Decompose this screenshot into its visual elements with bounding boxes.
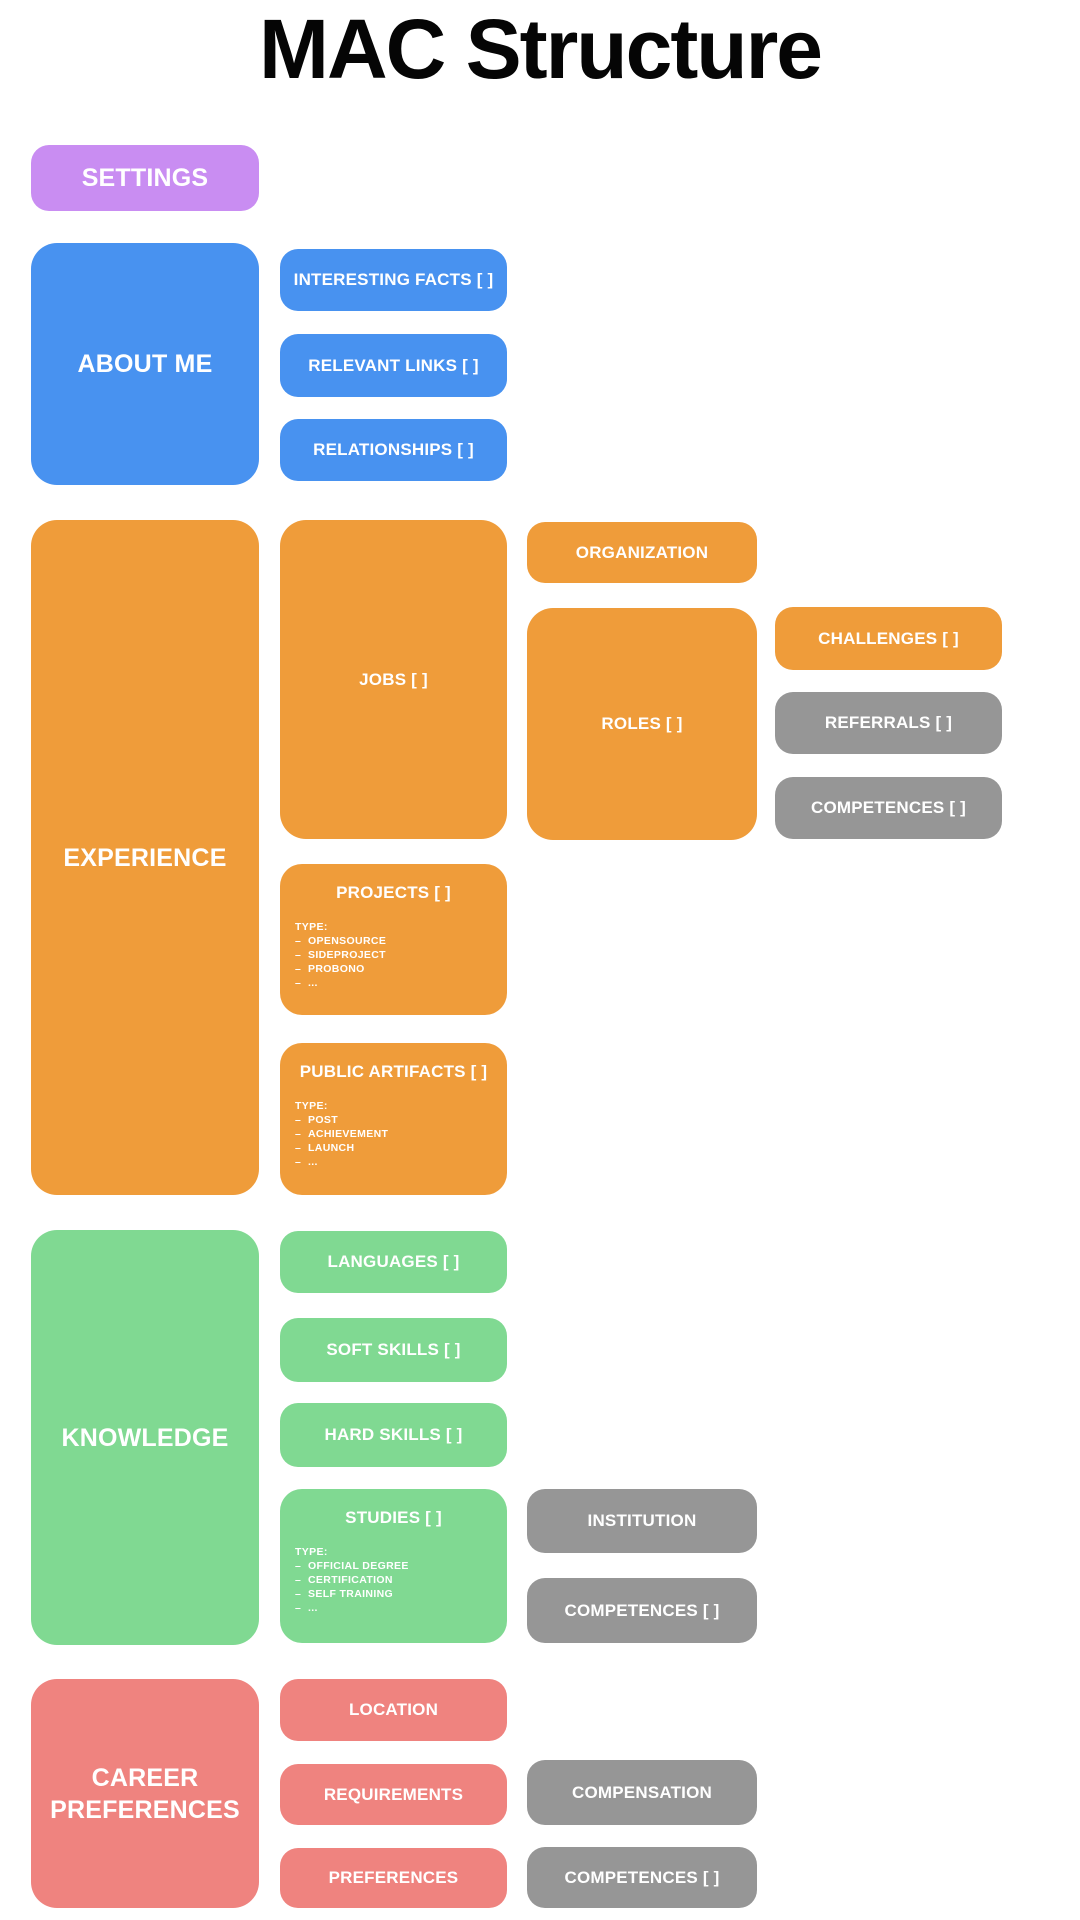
location-label: LOCATION [348, 1700, 439, 1719]
studies-label: STUDIES [ ] [345, 1508, 442, 1527]
about-me-node[interactable]: ABOUT ME [31, 243, 259, 485]
dash-bullet: – [295, 1128, 302, 1140]
knowledge-competences-node[interactable]: COMPETENCES [ ] [527, 1578, 757, 1643]
career-competences-label: COMPETENCES [ ] [564, 1867, 720, 1887]
type-item-label: LAUNCH [308, 1142, 355, 1154]
public-artifacts-label: PUBLIC ARTIFACTS [ ] [299, 1062, 488, 1081]
languages-node[interactable]: LANGUAGES [ ] [280, 1231, 507, 1293]
type-item: –ACHIEVEMENT [295, 1127, 493, 1141]
type-item: –PROBONO [295, 962, 493, 976]
type-item: –OFFICIAL DEGREE [295, 1559, 493, 1573]
public-artifacts-type-list: TYPE: –POST –ACHIEVEMENT –LAUNCH –... [295, 1099, 493, 1169]
type-item: –POST [295, 1113, 493, 1127]
settings-node[interactable]: SETTINGS [31, 145, 259, 211]
knowledge-node[interactable]: KNOWLEDGE [31, 1230, 259, 1645]
type-item-label: ... [308, 1602, 318, 1614]
dash-bullet: – [295, 977, 302, 989]
relationships-label: RELATIONSHIPS [ ] [313, 440, 474, 459]
dash-bullet: – [295, 1560, 302, 1572]
studies-type-list: TYPE: –OFFICIAL DEGREE –CERTIFICATION –S… [295, 1545, 493, 1615]
type-item: –... [295, 976, 493, 990]
hard-skills-node[interactable]: HARD SKILLS [ ] [280, 1403, 507, 1467]
projects-label: PROJECTS [ ] [336, 883, 451, 902]
compensation-label: COMPENSATION [572, 1782, 712, 1802]
type-item: –... [295, 1601, 493, 1615]
studies-node[interactable]: STUDIES [ ] TYPE: –OFFICIAL DEGREE –CERT… [280, 1489, 507, 1643]
knowledge-competences-label: COMPETENCES [ ] [564, 1600, 720, 1620]
page-title: MAC Structure [258, 2, 823, 96]
experience-node[interactable]: EXPERIENCE [31, 520, 259, 1195]
preferences-label: PREFERENCES [328, 1868, 459, 1887]
relationships-node[interactable]: RELATIONSHIPS [ ] [280, 419, 507, 481]
soft-skills-label: SOFT SKILLS [ ] [326, 1340, 461, 1359]
referrals-node[interactable]: REFERRALS [ ] [775, 692, 1002, 754]
type-item-label: OPENSOURCE [308, 935, 387, 947]
requirements-node[interactable]: REQUIREMENTS [280, 1764, 507, 1825]
about-me-label: ABOUT ME [77, 350, 213, 378]
type-heading: TYPE: [295, 1546, 328, 1558]
roles-label: ROLES [ ] [601, 714, 683, 733]
type-item-label: PROBONO [308, 963, 365, 975]
settings-label: SETTINGS [81, 164, 209, 192]
challenges-label: CHALLENGES [ ] [818, 628, 959, 648]
dash-bullet: – [295, 1142, 302, 1154]
career-preferences-node[interactable]: CAREER PREFERENCES [31, 1679, 259, 1908]
dash-bullet: – [295, 949, 302, 961]
experience-competences-label: COMPETENCES [ ] [810, 798, 967, 817]
type-item-label: ... [308, 977, 318, 989]
type-item: –LAUNCH [295, 1141, 493, 1155]
projects-type-list: TYPE: –OPENSOURCE –SIDEPROJECT –PROBONO … [295, 920, 493, 990]
dash-bullet: – [295, 935, 302, 947]
preferences-node[interactable]: PREFERENCES [280, 1848, 507, 1908]
dash-bullet: – [295, 1156, 302, 1168]
institution-node[interactable]: INSTITUTION [527, 1489, 757, 1553]
type-item-label: ACHIEVEMENT [308, 1128, 389, 1140]
public-artifacts-node[interactable]: PUBLIC ARTIFACTS [ ] TYPE: –POST –ACHIEV… [280, 1043, 507, 1195]
jobs-label: JOBS [ ] [359, 669, 428, 689]
location-node[interactable]: LOCATION [280, 1679, 507, 1741]
projects-node[interactable]: PROJECTS [ ] TYPE: –OPENSOURCE –SIDEPROJ… [280, 864, 507, 1015]
type-item-label: SIDEPROJECT [308, 949, 386, 961]
compensation-node[interactable]: COMPENSATION [527, 1760, 757, 1825]
type-item: –... [295, 1155, 493, 1169]
dash-bullet: – [295, 1114, 302, 1126]
type-item-label: ... [308, 1156, 318, 1168]
interesting-facts-node[interactable]: INTERESTING FACTS [ ] [280, 249, 507, 311]
knowledge-label: KNOWLEDGE [61, 1423, 229, 1452]
type-item: –SELF TRAINING [295, 1587, 493, 1601]
dash-bullet: – [295, 1602, 302, 1614]
type-item: –OPENSOURCE [295, 934, 493, 948]
requirements-label: REQUIREMENTS [323, 1784, 464, 1804]
experience-label: EXPERIENCE [63, 843, 227, 872]
relevant-links-node[interactable]: RELEVANT LINKS [ ] [280, 334, 507, 397]
career-preferences-label: CAREER PREFERENCES [50, 1763, 240, 1824]
soft-skills-node[interactable]: SOFT SKILLS [ ] [280, 1318, 507, 1382]
referrals-label: REFERRALS [ ] [824, 713, 953, 732]
jobs-node[interactable]: JOBS [ ] [280, 520, 507, 839]
dash-bullet: – [295, 1588, 302, 1600]
organization-node[interactable]: ORGANIZATION [527, 522, 757, 583]
type-item-label: CERTIFICATION [308, 1574, 393, 1586]
type-heading: TYPE: [295, 921, 328, 933]
career-competences-node[interactable]: COMPETENCES [ ] [527, 1847, 757, 1908]
dash-bullet: – [295, 963, 302, 975]
languages-label: LANGUAGES [ ] [327, 1252, 460, 1271]
hard-skills-label: HARD SKILLS [ ] [324, 1425, 463, 1444]
type-heading: TYPE: [295, 1100, 328, 1112]
type-item-label: SELF TRAINING [308, 1588, 394, 1600]
challenges-node[interactable]: CHALLENGES [ ] [775, 607, 1002, 670]
type-item-label: OFFICIAL DEGREE [308, 1560, 409, 1572]
roles-node[interactable]: ROLES [ ] [527, 608, 757, 840]
type-item: –CERTIFICATION [295, 1573, 493, 1587]
interesting-facts-label: INTERESTING FACTS [ ] [293, 270, 494, 289]
relevant-links-label: RELEVANT LINKS [ ] [308, 355, 479, 375]
type-item: –SIDEPROJECT [295, 948, 493, 962]
experience-competences-node[interactable]: COMPETENCES [ ] [775, 777, 1002, 839]
type-item-label: POST [308, 1114, 338, 1126]
organization-label: ORGANIZATION [575, 542, 709, 562]
institution-label: INSTITUTION [587, 1511, 697, 1530]
dash-bullet: – [295, 1574, 302, 1586]
